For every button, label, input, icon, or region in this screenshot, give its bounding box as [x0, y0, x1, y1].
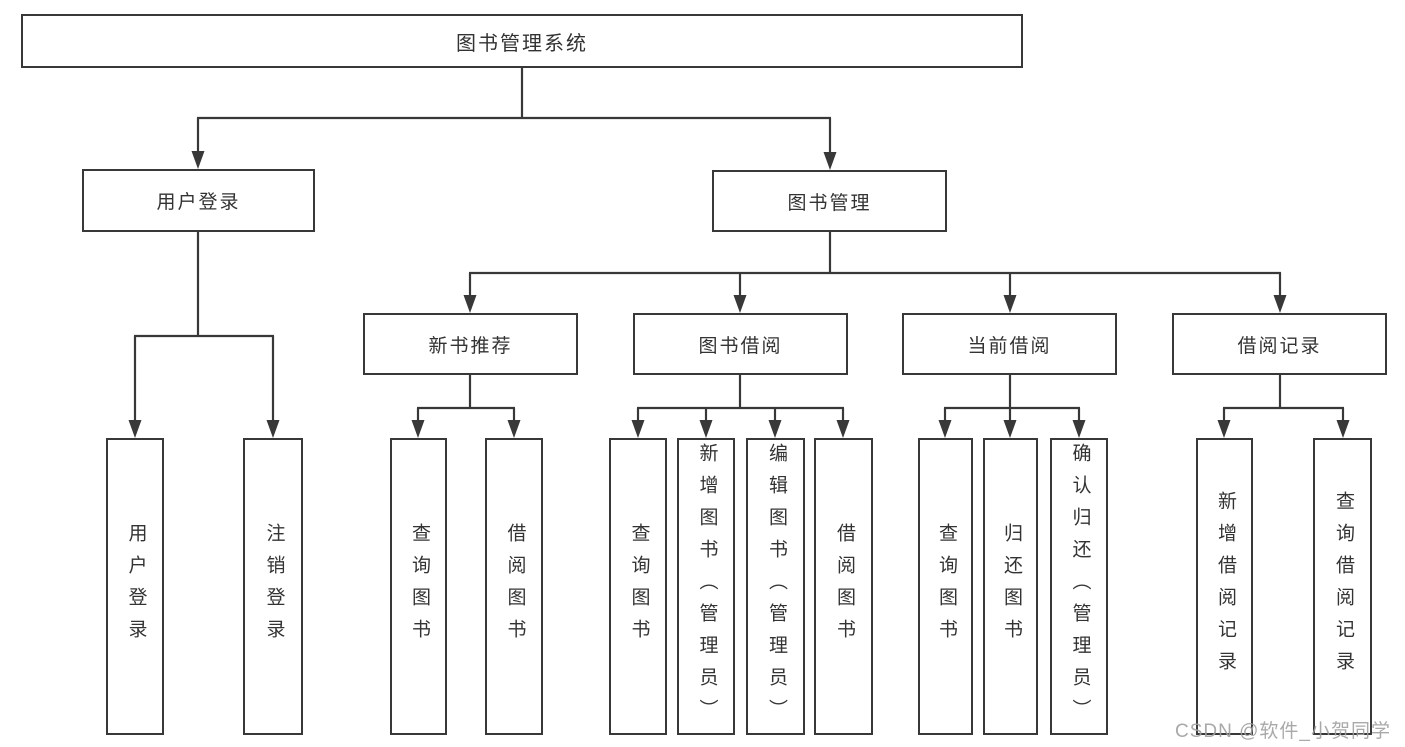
leaf-query-borrow-record: 查询借阅记录	[1313, 438, 1372, 735]
leaf-label: 用户登录	[125, 522, 147, 651]
leaf-label: 查询图书	[935, 522, 957, 651]
leaf-logout: 注销登录	[243, 438, 303, 735]
leaf-label: 查询图书	[408, 522, 430, 651]
node-borrowing-records: 借阅记录	[1172, 313, 1387, 375]
node-label: 图书借阅	[698, 335, 783, 357]
node-label: 借阅记录	[1237, 335, 1322, 357]
leaf-query-books-recommend: 查询图书	[390, 438, 447, 735]
leaf-label: 新增借阅记录	[1214, 490, 1236, 683]
leaf-label: 注销登录	[263, 522, 285, 651]
leaf-return-book: 归还图书	[983, 438, 1038, 735]
leaf-edit-book-admin: 编辑图书（管理员）	[746, 438, 805, 735]
leaf-label: 借阅图书	[833, 522, 855, 651]
leaf-label: 借阅图书	[504, 522, 526, 651]
leaf-query-books-borrowing: 查询图书	[609, 438, 667, 735]
leaf-confirm-return-admin: 确认归还（管理员）	[1050, 438, 1108, 735]
leaf-user-login: 用户登录	[106, 438, 164, 735]
node-label: 用户登录	[156, 192, 241, 213]
node-book-borrowing: 图书借阅	[633, 313, 848, 375]
node-current-borrowing: 当前借阅	[902, 313, 1117, 375]
leaf-label: 查询借阅记录	[1332, 490, 1354, 683]
node-book-management: 图书管理	[712, 170, 947, 232]
leaf-add-book-admin: 新增图书（管理员）	[677, 438, 735, 735]
node-label: 图书管理系统	[456, 32, 588, 55]
csdn-watermark: CSDN @软件_小贺同学	[1175, 721, 1391, 742]
leaf-add-borrow-record: 新增借阅记录	[1196, 438, 1253, 735]
leaf-borrow-books-recommend: 借阅图书	[485, 438, 543, 735]
leaf-label: 新增图书（管理员）	[696, 442, 718, 731]
node-label: 当前借阅	[967, 335, 1052, 357]
node-new-book-recommend: 新书推荐	[363, 313, 578, 375]
leaf-query-books-current: 查询图书	[918, 438, 973, 735]
leaf-label: 编辑图书（管理员）	[765, 442, 787, 731]
leaf-label: 查询图书	[628, 522, 650, 651]
node-label: 图书管理	[787, 192, 872, 214]
leaf-label: 归还图书	[1000, 522, 1022, 651]
node-label: 新书推荐	[428, 335, 513, 357]
node-library-management-system: 图书管理系统	[21, 14, 1023, 68]
leaf-borrow-books: 借阅图书	[814, 438, 873, 735]
leaf-label: 确认归还（管理员）	[1069, 442, 1091, 731]
node-user-login: 用户登录	[82, 169, 315, 232]
